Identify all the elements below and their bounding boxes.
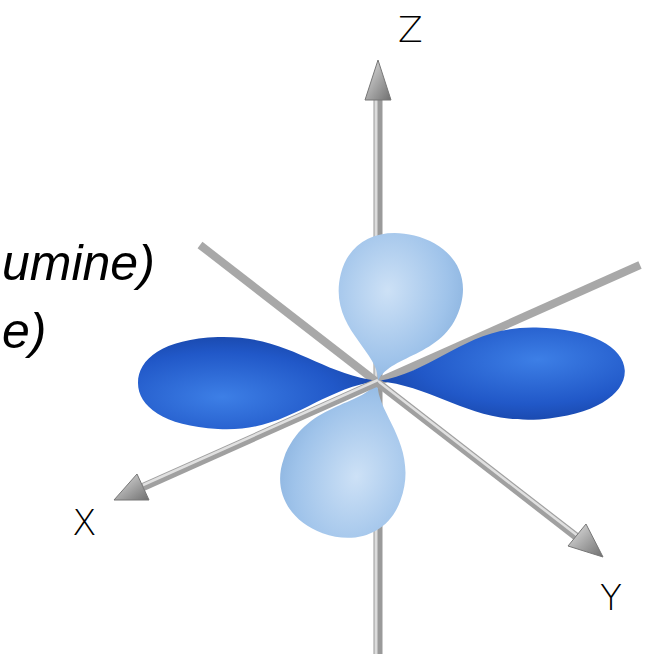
axis-label: X [72,505,97,541]
cut-off-text: e) [2,306,46,356]
cut-off-text: umine) [2,238,155,288]
light-lobe [318,220,475,396]
y-axis [378,381,603,557]
axis-label: Y [600,580,622,616]
light-lobe [264,360,436,555]
x-axis [114,380,378,500]
axis-label: Z [398,12,423,48]
